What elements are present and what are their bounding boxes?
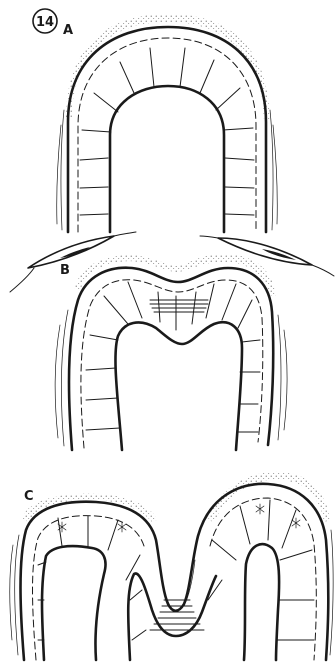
panel-a-outer-fibers bbox=[57, 110, 278, 230]
panel-a: A bbox=[57, 14, 278, 232]
figure-number: 14 bbox=[36, 15, 54, 30]
panel-c-central-trough-contour bbox=[128, 573, 216, 660]
panel-a-dashed-layer bbox=[78, 38, 256, 232]
panel-b-stippling bbox=[74, 254, 276, 296]
panel-a-stippling bbox=[66, 14, 270, 120]
panel-a-label: A bbox=[63, 23, 73, 38]
figure-number-badge: 14 bbox=[33, 9, 57, 33]
panel-c-stellate-cells bbox=[58, 504, 300, 532]
panel-c-outer-contour bbox=[21, 484, 329, 660]
panel-b: B bbox=[10, 232, 334, 450]
panel-a-inner-contour bbox=[110, 86, 224, 232]
panel-c-left-pulp-contour bbox=[42, 546, 106, 660]
panel-b-left-lens bbox=[10, 232, 136, 292]
panel-c-label: C bbox=[24, 489, 34, 504]
panel-b-dashed-layer bbox=[81, 280, 263, 448]
panel-b-inner-contour bbox=[115, 322, 242, 450]
panel-c-right-pulp-contour bbox=[244, 544, 279, 660]
panel-a-cell-lines bbox=[80, 48, 254, 215]
panel-c: C bbox=[10, 472, 333, 660]
panel-c-cell-lines bbox=[38, 500, 314, 640]
panel-c-left-stippling bbox=[22, 494, 158, 522]
panel-b-label: B bbox=[60, 263, 70, 278]
panel-b-outer-fibers bbox=[55, 310, 287, 446]
